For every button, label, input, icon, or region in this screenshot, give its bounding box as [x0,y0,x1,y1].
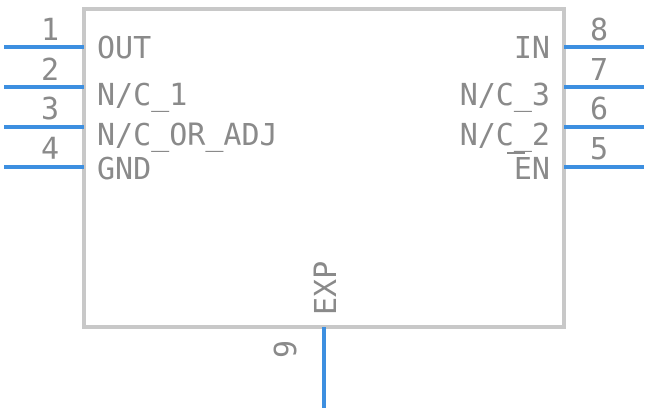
pin-8-label: IN [514,31,550,66]
pin-1-label: OUT [97,31,151,66]
pin-8: 8 IN [514,13,644,66]
pin-4-label: GND [97,152,151,187]
pin-3: 3 N/C_OR_ADJ [4,92,278,153]
pin-2: 2 N/C_1 [4,53,187,113]
pin-1-number: 1 [41,13,59,48]
pin-9-number: 9 [269,340,304,358]
pin-9-label: EXP [309,261,344,315]
pin-7-number: 7 [590,53,608,88]
pin-7-label: N/C_3 [460,78,550,113]
pin-6-label: N/C_2 [460,118,550,153]
pin-6-number: 6 [590,92,608,127]
pin-2-label: N/C_1 [97,78,187,113]
pin-4-number: 4 [41,132,59,167]
pin-8-number: 8 [590,13,608,48]
pin-3-number: 3 [41,92,59,127]
pin-5: 5 EN [507,132,644,187]
pin-4: 4 GND [4,132,151,187]
pin-6: 6 N/C_2 [460,92,644,153]
pin-1: 1 OUT [4,13,151,66]
pin-5-label: EN [514,152,550,187]
pin-9: EXP 9 [269,261,344,408]
pin-7: 7 N/C_3 [460,53,644,113]
pin-5-number: 5 [590,132,608,167]
pin-2-number: 2 [41,53,59,88]
pin-3-label: N/C_OR_ADJ [97,118,278,153]
